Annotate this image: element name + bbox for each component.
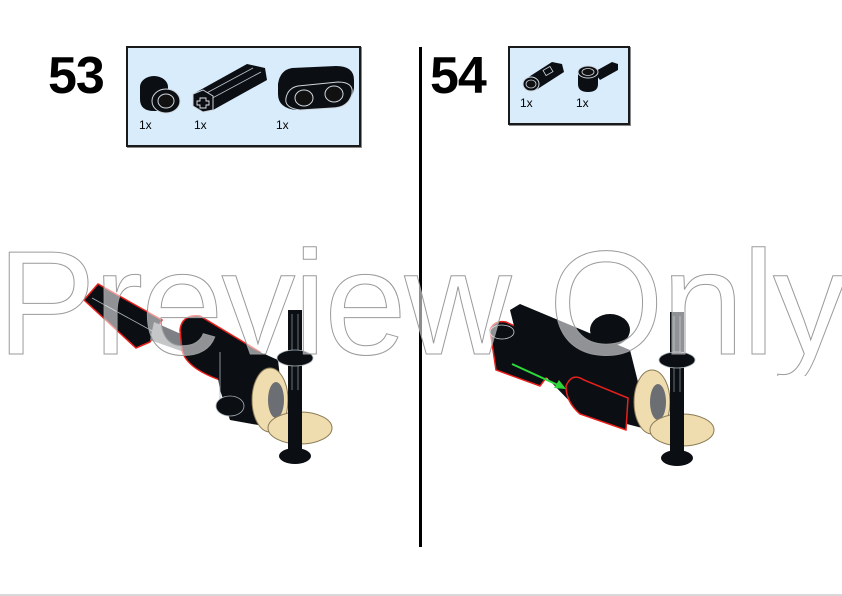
bush-part-icon [140, 76, 181, 114]
step-number-54: 54 [430, 47, 487, 105]
part-qty: 1x [576, 96, 589, 110]
part-qty: 1x [139, 118, 152, 132]
part-qty: 1x [194, 118, 207, 132]
page-bottom-rule [0, 594, 842, 596]
parts-list-step-54: 1x 1x [508, 46, 630, 125]
step-54-model-illustration [489, 304, 715, 466]
part-qty: 1x [520, 96, 533, 110]
part-qty: 1x [276, 118, 289, 132]
step-53-model-illustration [82, 283, 333, 464]
parts-list-step-53: 1x 1x 1x [126, 46, 361, 147]
pin-joiner-part-icon [522, 62, 564, 92]
perpendicular-connector-part-icon [577, 62, 618, 92]
liftarm-part-icon [278, 66, 354, 111]
step-number-53: 53 [48, 47, 105, 105]
axle-connector-part-icon [192, 64, 267, 113]
step-divider [419, 47, 422, 547]
